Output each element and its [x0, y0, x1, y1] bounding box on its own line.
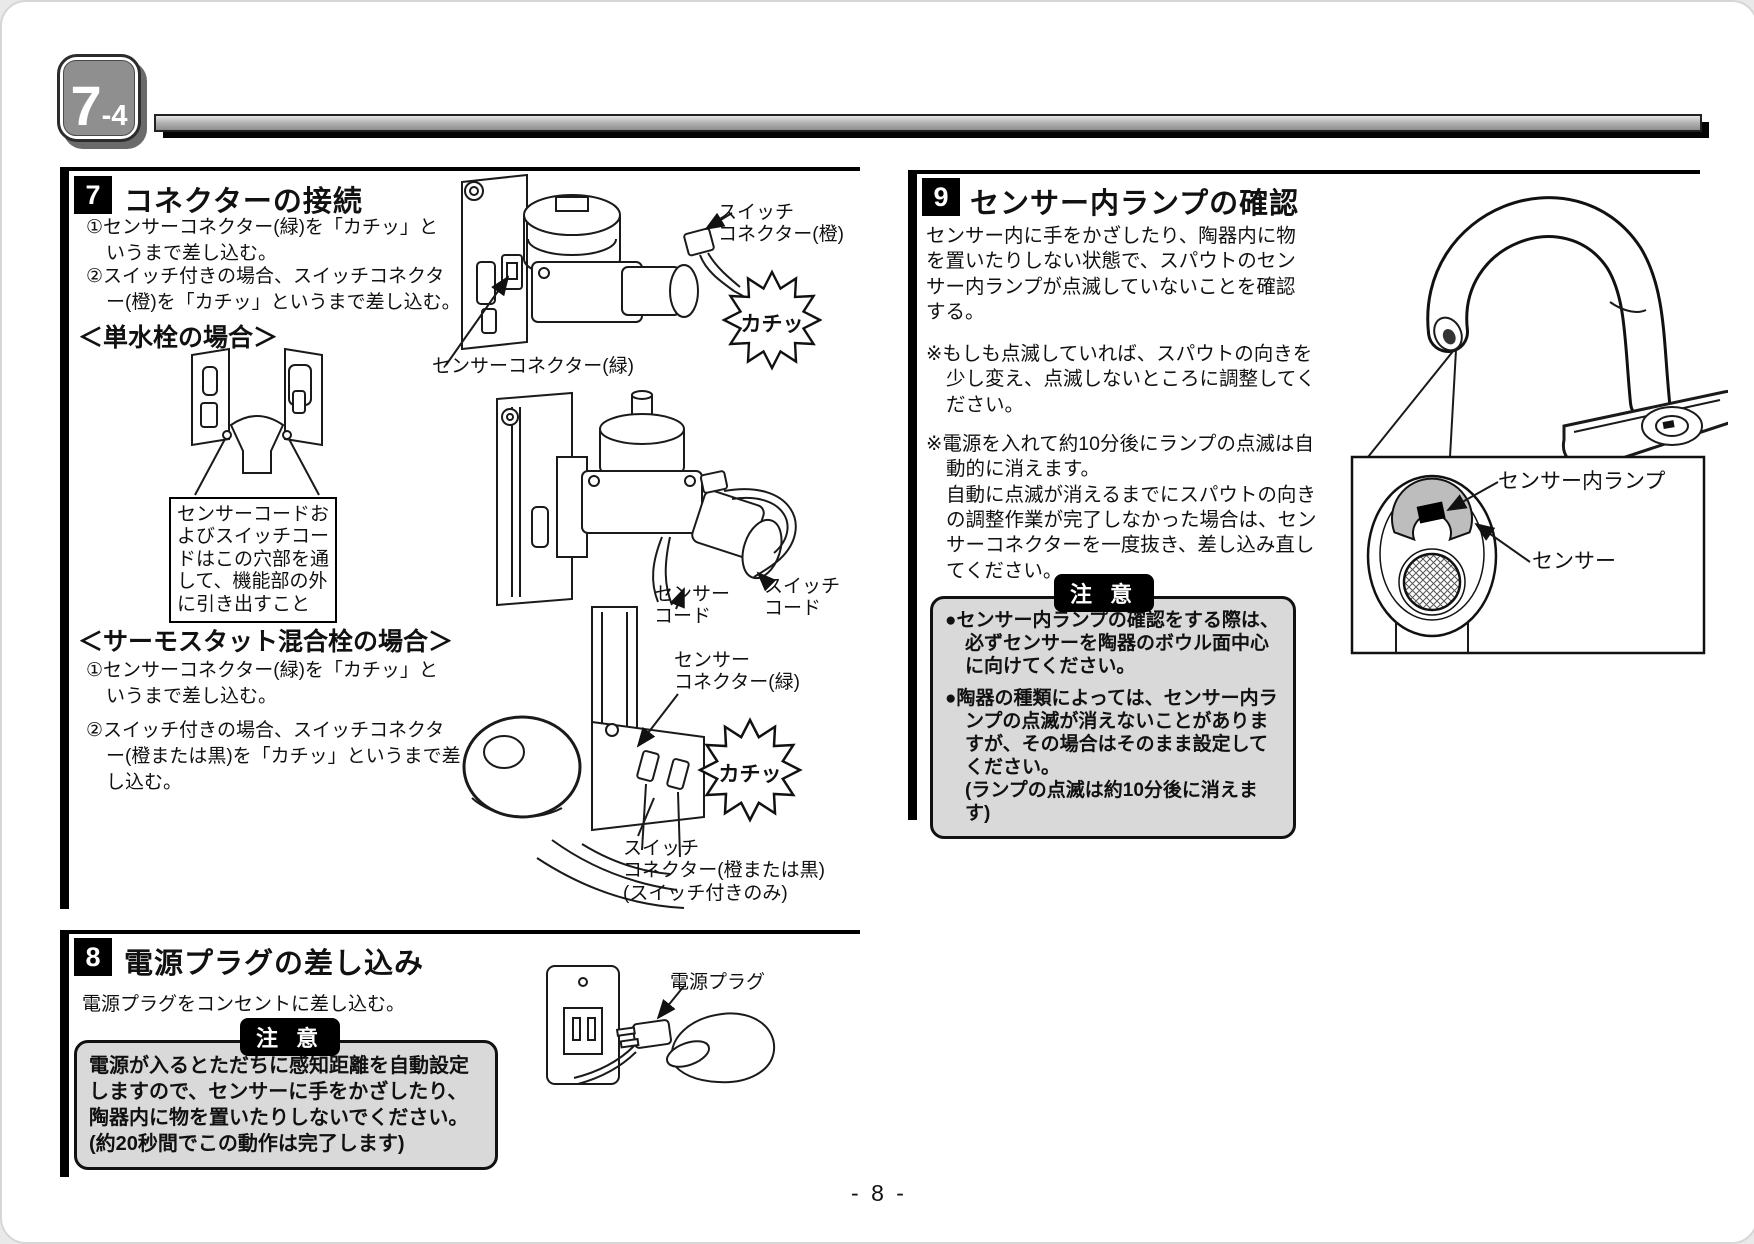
valve-unit-diagram-top: [445, 173, 822, 371]
section7-thermo-step1: ①センサーコネクター(緑)を「カチッ」というまで差し込む。: [86, 660, 438, 707]
label-sensor-lamp: センサー内ランプ: [1498, 470, 1666, 493]
step-badge-subnumber: -4: [101, 99, 128, 132]
section9-paragraph1: センサー内に手をかざしたり、陶器内に物を置いたりしない状態で、スパウトのセンサー…: [926, 225, 1296, 324]
section9-caution-badge: 注 意: [1054, 574, 1155, 612]
step-badge-number: 7: [70, 73, 102, 137]
step-badge: 7 -4: [57, 54, 141, 142]
section9-left-rule: [908, 170, 917, 820]
section9-caution-item1: ●センサー内ランプの確認をする際は、必ずセンサーを陶器のボウル面中心に向けてくだ…: [945, 610, 1279, 678]
section8-caution-box: 電源が入るとただちに感知距離を自動設定しますので、センサーに手をかざしたり、陶器…: [74, 1040, 498, 1170]
section9-paragraph3: ※電源を入れて約10分後にランプの点滅は自動的に消えます。 自動に点滅が消えるま…: [926, 432, 1318, 584]
section9-title: センサー内ランプの確認: [970, 188, 1300, 220]
section7-left-rule: [60, 167, 69, 909]
faucet-sensor-illustration: [1350, 196, 1728, 655]
section7-subhead-thermo: ＜サーモスタット混合栓の場合＞: [78, 628, 454, 656]
section9-top-rule: [908, 170, 1700, 174]
label-sensor-connector-green-2: センサー コネクター(緑): [674, 650, 800, 694]
label-sensor-connector-green: センサーコネクター(緑): [432, 356, 634, 377]
section8-number: 8: [74, 938, 112, 976]
section9-caution-box: ●センサー内ランプの確認をする際は、必ずセンサーを陶器のボウル面中心に向けてくだ…: [930, 596, 1296, 839]
section9-paragraph2: ※もしも点滅していれば、スパウトの向きを少し変え、点滅しないところに調整してくだ…: [926, 343, 1316, 416]
label-sensor-cord: センサー コード: [654, 584, 731, 628]
label-power-plug: 電源プラグ: [670, 972, 766, 993]
section7-step1: ①センサーコネクター(緑)を「カチッ」というまで差し込む。: [86, 217, 438, 264]
section7-number: 7: [74, 176, 112, 214]
section9-paragraph3a: ※電源を入れて約10分後にランプの点滅は自動的に消えます。: [926, 433, 1314, 481]
step-badge-face: 7 -4: [63, 60, 135, 136]
section7-title: コネクターの接続: [124, 186, 363, 218]
section9-number: 9: [922, 178, 960, 216]
label-switch-connector-orange: スイッチ コネクター(橙): [718, 202, 844, 246]
section8-left-rule: [60, 930, 69, 1177]
page-number: - 8 -: [851, 1180, 907, 1206]
outlet-and-plug-illustration: [546, 965, 776, 1085]
valve-unit-diagram-middle: [496, 390, 797, 610]
section7-step2: ②スイッチ付きの場合、スイッチコネクター(橙)を「カチッ」というまで差し込む。: [86, 266, 461, 313]
label-click-sound-a: カチッ: [740, 313, 804, 336]
single-faucet-bracket-diagram: [191, 347, 323, 496]
section9-caution-item2: ●陶器の種類によっては、センサー内ランプの点滅が消えないことがありますが、その場…: [945, 687, 1278, 825]
label-click-sound-c: カチッ: [718, 763, 782, 786]
section8-body: 電源プラグをコンセントに差し込む。: [82, 994, 406, 1015]
cord-routing-callout: センサーコードおよびスイッチコードはこの穴部を通して、機能部の外に引き出すこと: [169, 497, 337, 624]
section7-subhead-single: ＜単水栓の場合＞: [78, 324, 279, 352]
section7-thermo-step2: ②スイッチ付きの場合、スイッチコネクター(橙または黒)を「カチッ」というまで差し…: [86, 720, 461, 793]
section8-caution-badge: 注 意: [240, 1018, 341, 1056]
label-switch-connector-bottom: スイッチ コネクター(橙または黒) (スイッチ付きのみ): [623, 838, 825, 904]
label-switch-cord: スイッチ コード: [764, 576, 841, 620]
section7-top-rule: [60, 167, 860, 171]
section8-caution-text: 電源が入るとただちに感知距離を自動設定しますので、センサーに手をかざしたり、陶器…: [89, 1055, 469, 1155]
thermostat-valve-diagram: [462, 606, 803, 909]
section8-title: 電源プラグの差し込み: [124, 948, 425, 980]
section9-paragraph3b: 自動に点滅が消えるまでにスパウトの向きの調整作業が完了しなかった場合は、センサー…: [946, 483, 1317, 582]
header-divider-bar: [154, 114, 1702, 132]
label-sensor: センサー: [1532, 550, 1616, 573]
section8-top-rule: [60, 930, 860, 934]
